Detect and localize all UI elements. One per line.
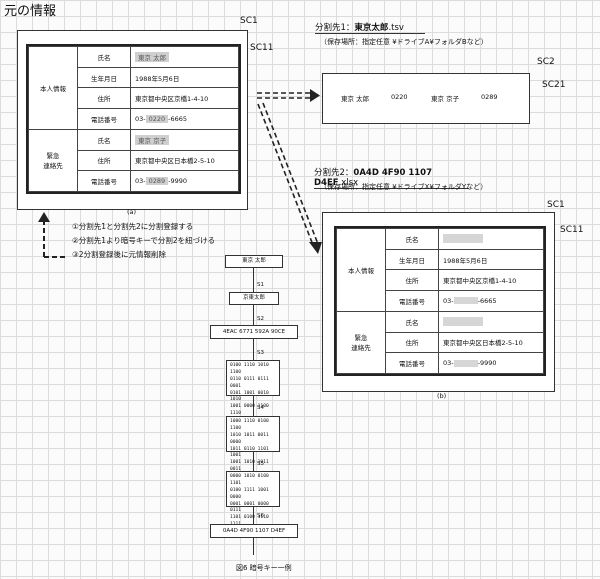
step-label-s1: S1	[257, 282, 264, 288]
dest2-table-frame: 本人情報 氏名 生年月日 1988年5月6日 住所 東京都中央区京橋1-4-10…	[334, 226, 546, 376]
masked-empty	[443, 234, 483, 244]
label-sc11-b: SC11	[560, 225, 584, 235]
step-label-s4: S4	[257, 405, 264, 411]
table-b-group1: 本人情報	[336, 228, 386, 312]
original-info-table-frame: 本人情報 氏名 東京 太郎 生年月日 1988年5月6日 住所 東京都中央区京橋…	[26, 44, 241, 194]
arrow-to-dest2	[257, 102, 322, 254]
step-item: ①分割先1と分割先2に分割登録する	[72, 222, 194, 231]
flow-box-s2: 4EAC 6771 592A 90CE	[210, 325, 298, 339]
dest2-storage: （保存場所：指定任意 ¥ドライブX¥フォルダYなど）	[320, 183, 488, 191]
masked-name: 東京 京子	[135, 134, 170, 145]
table-b-group2: 緊急 連絡先	[336, 310, 386, 375]
flow-line	[253, 265, 254, 555]
label-sc2: SC2	[537, 57, 555, 67]
masked-empty	[443, 317, 483, 327]
caption-a: (a)	[127, 208, 137, 216]
step-label-s5: S5	[257, 461, 264, 467]
dest1-heading: 分割先1：東京太郎.tsv	[315, 21, 425, 34]
step-item: ②分割先1より暗号キーで分割2を紐づける	[72, 236, 216, 245]
table-a-group2: 緊急 連絡先	[28, 128, 78, 193]
masked-empty	[453, 297, 478, 305]
caption-b: (b)	[437, 392, 447, 400]
step-label-s2: S2	[257, 316, 264, 322]
flow-box-s1: 京東太郎	[229, 292, 279, 305]
label-sc21: SC21	[542, 80, 566, 90]
table-b-value: 03--6665	[438, 290, 544, 312]
flow-top-box: 東京 太郎	[225, 255, 283, 268]
dest2-info-table: 本人情報 氏名 生年月日 1988年5月6日 住所 東京都中央区京橋1-4-10…	[336, 228, 544, 375]
steps-list: ①分割先1と分割先2に分割登録する ②分割先1より暗号キーで分割2を紐づける ③…	[72, 220, 215, 262]
arrow-return	[38, 212, 65, 258]
dest2-heading: 分割先2：0A4D 4F90 1107 D4EF.xlsx	[314, 166, 469, 189]
label-sc1-a: SC1	[240, 16, 258, 26]
flow-box-s6: 0A4D 4F90 1107 D4EF	[210, 524, 298, 538]
step-item: ③2分割登録後に元情報削除	[72, 250, 166, 259]
figure-caption: 図6 暗号キー一例	[236, 564, 292, 572]
page-title: 元の情報	[4, 4, 57, 19]
table-a-field: 電話番号	[77, 170, 131, 192]
label-sc1-b: SC1	[547, 200, 565, 210]
step-label-s6: S6	[257, 513, 264, 519]
table-a-value: 03-0289-9990	[130, 170, 239, 192]
dest1-panel: 東京 太郎 0220 東京 京子 0289	[322, 73, 530, 124]
masked-phone: 0289	[145, 177, 169, 186]
masked-name: 東京 太郎	[135, 51, 170, 62]
masked-empty	[453, 359, 478, 367]
masked-phone: 0220	[145, 114, 169, 123]
dest1-storage: （保存場所：指定任意 ¥ドライブA¥フォルダBなど）	[320, 38, 488, 46]
table-b-value: 03--9990	[438, 352, 544, 374]
arrow-to-dest1	[257, 89, 320, 102]
original-info-table: 本人情報 氏名 東京 太郎 生年月日 1988年5月6日 住所 東京都中央区京橋…	[28, 46, 239, 193]
step-label-s3: S3	[257, 350, 264, 356]
label-sc11-a: SC11	[250, 43, 274, 53]
table-b-field: 電話番号	[385, 352, 439, 374]
